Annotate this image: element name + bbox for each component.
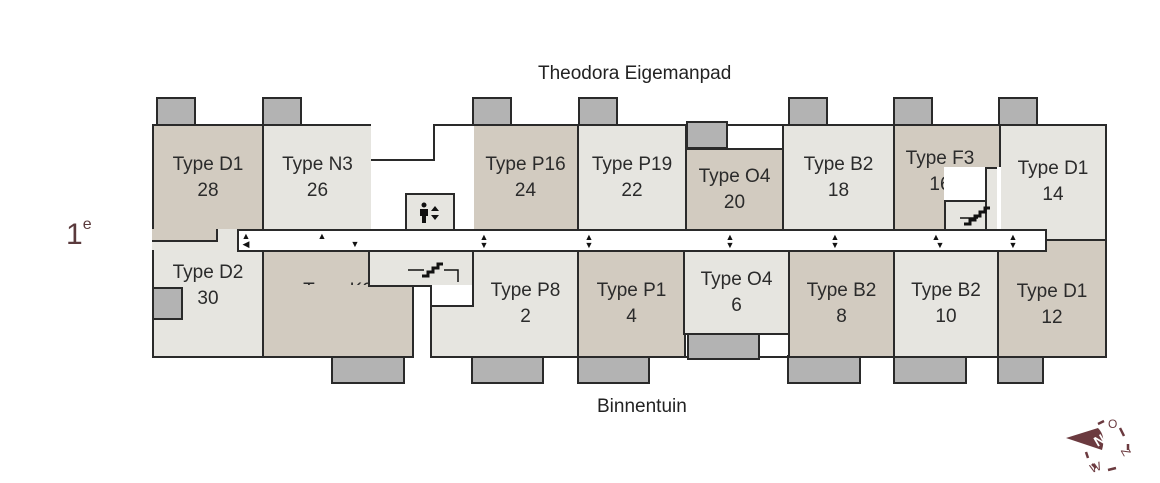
unit-number: 26 xyxy=(306,179,329,201)
balcony xyxy=(331,355,405,384)
unit-number: 10 xyxy=(935,306,957,327)
stair-landing-fill xyxy=(370,252,472,285)
unit-32-lower xyxy=(262,285,412,358)
unit-type: Type D2 xyxy=(172,262,244,283)
corridor-overlay xyxy=(237,229,1047,252)
unit-14[interactable]: Type D1 14 xyxy=(999,124,1107,241)
wall xyxy=(433,124,474,126)
wall xyxy=(368,250,370,287)
unit-number: 8 xyxy=(836,306,847,327)
entry-arrow-icon: ▲◀ xyxy=(241,231,251,249)
balcony xyxy=(471,355,544,384)
unit-number: 20 xyxy=(723,191,746,213)
balcony xyxy=(997,355,1044,384)
entry-arrow-icon: ▲▼ xyxy=(584,232,594,250)
balcony xyxy=(998,97,1038,126)
unit-8[interactable]: Type B2 8 xyxy=(788,250,895,358)
unit-number: 22 xyxy=(621,179,643,201)
balcony xyxy=(577,355,650,384)
floor-label: 1e xyxy=(66,216,92,252)
unit-type: Type D1 xyxy=(1017,158,1089,179)
balcony xyxy=(787,355,861,384)
unit-number: 24 xyxy=(514,179,537,201)
unit-20[interactable]: Type O4 20 xyxy=(685,148,784,231)
unit-number: 6 xyxy=(731,294,742,316)
unit-type: Type F3 xyxy=(905,148,975,169)
unit-22[interactable]: Type P19 22 xyxy=(577,124,687,231)
entry-arrow-icon: ▲▼ xyxy=(479,232,489,250)
balcony xyxy=(156,97,196,126)
entry-arrow-icon: ▲ xyxy=(317,231,327,241)
unit-30-top xyxy=(152,240,238,250)
wall xyxy=(152,240,218,242)
compass-south-label: Z xyxy=(1118,445,1134,458)
entry-arrow-icon: ▲▼ xyxy=(931,232,945,250)
unit-number: 28 xyxy=(197,179,219,201)
unit-number: 4 xyxy=(626,306,637,327)
unit-number: 14 xyxy=(1042,184,1064,205)
unit-type: Type B2 xyxy=(803,153,874,175)
wall xyxy=(433,124,435,161)
balcony xyxy=(687,332,760,360)
unit-type: Type D1 xyxy=(1016,280,1088,302)
balcony xyxy=(893,97,933,126)
unit-26[interactable]: Type N3 26 xyxy=(262,124,373,231)
balcony xyxy=(788,97,828,126)
entry-arrow-icon: ▼ xyxy=(350,239,360,249)
wall xyxy=(262,356,414,358)
unit-6[interactable]: Type O4 6 xyxy=(683,250,790,335)
unit-28[interactable]: Type D1 28 xyxy=(152,124,264,231)
unit-12[interactable]: Type D1 12 xyxy=(997,239,1107,358)
elevator[interactable] xyxy=(405,193,455,231)
floor-number: 1 xyxy=(66,218,83,251)
wall xyxy=(430,305,474,307)
unit-type: Type B2 xyxy=(806,280,877,301)
unit-type: Type P8 xyxy=(490,280,561,301)
unit-number: 30 xyxy=(197,288,219,309)
unit-type: Type O4 xyxy=(700,268,773,290)
balcony xyxy=(686,121,728,149)
unit-type: Type B2 xyxy=(911,280,981,301)
unit-number: 18 xyxy=(827,179,850,201)
compass-east-label: O xyxy=(1108,417,1117,431)
balcony xyxy=(152,287,183,320)
wall xyxy=(216,229,218,242)
unit-18[interactable]: Type B2 18 xyxy=(782,124,895,231)
wall xyxy=(368,285,412,287)
unit-type: Type P19 xyxy=(591,153,673,175)
unit-type: Type P1 xyxy=(596,280,667,301)
unit-28-extension xyxy=(152,229,216,240)
stairs-icon xyxy=(408,262,459,282)
entry-arrow-icon: ▲▼ xyxy=(830,232,840,250)
balcony xyxy=(472,97,512,126)
wall xyxy=(371,159,435,161)
street-label-top: Theodora Eigemanpad xyxy=(538,63,732,84)
wall xyxy=(412,285,414,358)
elevator-icon xyxy=(420,202,439,223)
street-label-bottom: Binnentuin xyxy=(597,396,687,417)
balcony xyxy=(262,97,302,126)
unit-type: Type P16 xyxy=(485,153,566,175)
unit-10[interactable]: Type B2 10 xyxy=(893,250,999,358)
unit-number: 2 xyxy=(520,306,531,327)
entry-arrow-icon: ▲▼ xyxy=(725,232,735,250)
compass-icon: N O Z W xyxy=(1066,417,1134,476)
unit-type: Type D1 xyxy=(172,153,244,175)
balcony xyxy=(893,355,967,384)
floor-suffix: e xyxy=(82,216,92,233)
unit-24[interactable]: Type P16 24 xyxy=(472,124,579,231)
unit-number: 12 xyxy=(1041,306,1063,328)
stairwell-flight xyxy=(985,167,997,231)
unit-4[interactable]: Type P1 4 xyxy=(577,250,686,358)
wall xyxy=(262,250,264,358)
unit-type: Type O4 xyxy=(698,165,771,187)
entry-arrow-icon: ▲▼ xyxy=(1008,232,1018,250)
unit-type: Type N3 xyxy=(282,153,353,175)
stairs-icon xyxy=(960,206,990,226)
balcony xyxy=(578,97,618,126)
wall xyxy=(472,250,474,307)
